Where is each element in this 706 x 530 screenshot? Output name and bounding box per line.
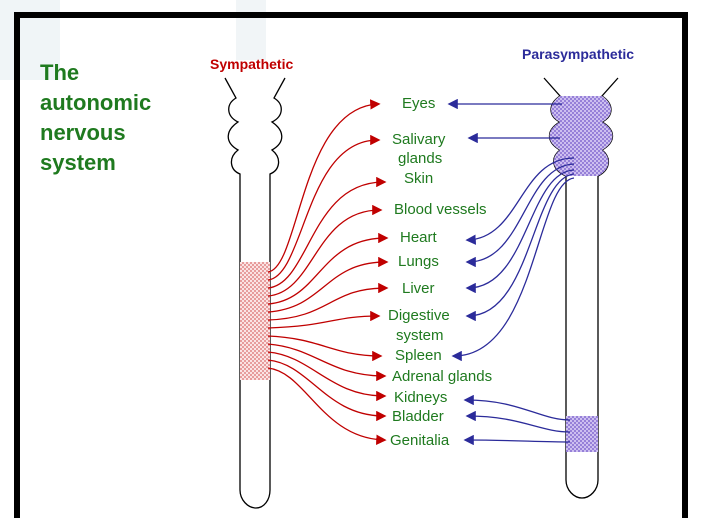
sympathetic-arrow-skin	[268, 182, 384, 288]
sympathetic-arrow-liver	[268, 288, 386, 320]
organ-salivary-line2: glands	[398, 150, 442, 168]
organ-skin: Skin	[404, 170, 433, 188]
parasympathetic-spinal-cord	[544, 78, 618, 498]
organ-bladder: Bladder	[392, 408, 444, 426]
title-line: system	[40, 148, 151, 178]
title-line: autonomic	[40, 88, 151, 118]
parasympathetic-label: Parasympathetic	[522, 46, 634, 62]
sympathetic-arrow-bladder	[268, 360, 384, 416]
organ-spleen: Spleen	[395, 347, 442, 365]
sympathetic-arrow-salivary	[268, 140, 378, 280]
title-line: nervous	[40, 118, 151, 148]
sacral-region	[566, 416, 598, 452]
sympathetic-label: Sympathetic	[210, 56, 293, 72]
cranial-region	[550, 96, 613, 176]
sympathetic-arrow-digestive	[268, 316, 378, 328]
sympathetic-pathways	[268, 104, 386, 440]
parasympathetic-arrow-genitalia	[466, 440, 570, 442]
sympathetic-arrow-adrenal	[268, 344, 384, 376]
organ-adrenal-glands: Adrenal glands	[392, 368, 492, 386]
organ-eyes: Eyes	[402, 95, 435, 113]
organ-lungs: Lungs	[398, 253, 439, 271]
organ-digestive-line1: Digestive	[388, 307, 450, 325]
organ-salivary-line1: Salivary	[392, 131, 445, 149]
organ-liver: Liver	[402, 280, 435, 298]
organ-kidneys: Kidneys	[394, 389, 447, 407]
parasympathetic-arrow-liver	[468, 170, 574, 288]
diagram-title: The autonomic nervous system	[40, 58, 151, 178]
organ-digestive-line2: system	[396, 327, 444, 345]
sympathetic-arrow-heart	[268, 238, 386, 304]
sympathetic-region	[240, 262, 270, 380]
sympathetic-spinal-cord	[225, 78, 285, 508]
title-line: The	[40, 58, 151, 88]
sympathetic-arrow-genitalia	[268, 368, 384, 440]
organ-heart: Heart	[400, 229, 437, 247]
organ-blood-vessels: Blood vessels	[394, 201, 487, 219]
sympathetic-arrow-eyes	[268, 104, 378, 272]
organ-genitalia: Genitalia	[390, 432, 449, 450]
